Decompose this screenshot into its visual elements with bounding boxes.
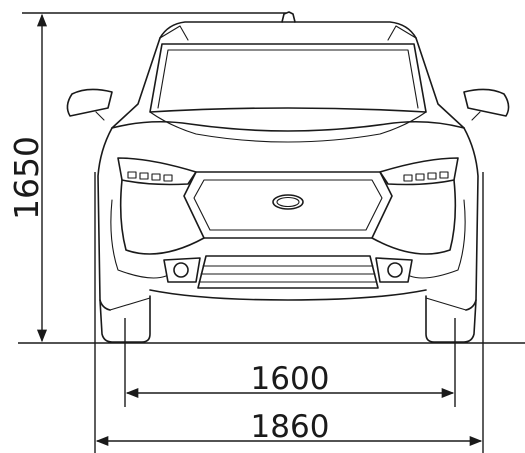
headlight-right-leds xyxy=(403,171,449,182)
grille-inner xyxy=(193,179,383,231)
bumper-side-left xyxy=(119,179,205,255)
headlight-left-leds xyxy=(127,171,173,182)
a-pillar-right xyxy=(415,37,465,129)
roof-rail-right xyxy=(387,25,417,41)
lower-grille xyxy=(197,255,379,289)
windshield xyxy=(149,43,427,113)
height-value: 1650 xyxy=(7,136,46,220)
track-value: 1600 xyxy=(251,361,330,397)
track-dimension: 1600 xyxy=(124,318,456,407)
width-value: 1860 xyxy=(251,409,330,445)
lower-cladding-lines xyxy=(109,297,467,311)
brand-emblem xyxy=(272,194,304,210)
headlight-right xyxy=(379,157,459,186)
body-side-right xyxy=(463,127,479,311)
roof-antenna xyxy=(281,11,296,23)
roof-rail-left xyxy=(159,25,189,41)
grille-frame xyxy=(183,171,393,239)
windshield-inner xyxy=(157,49,419,109)
fog-light-left xyxy=(163,257,201,283)
hood-crease xyxy=(149,111,427,143)
brand-emblem-inner xyxy=(276,196,300,208)
height-dimension: 1650 xyxy=(7,12,286,343)
mirror-right-arm xyxy=(471,111,481,121)
bumper-side-right xyxy=(371,179,457,255)
lower-chin xyxy=(149,289,427,301)
car-front-view xyxy=(66,11,510,343)
bumper-contour-right xyxy=(409,199,466,279)
mirror-left xyxy=(66,88,113,117)
mirror-right xyxy=(463,88,510,117)
tire-right xyxy=(425,295,477,343)
lower-grille-slats xyxy=(198,265,378,283)
roof-outline xyxy=(159,21,417,39)
tire-left xyxy=(99,295,151,343)
width-dimension: 1860 xyxy=(94,172,484,453)
bumper-contour-left xyxy=(110,199,167,279)
hood-front-edge xyxy=(111,120,465,132)
headlight-left xyxy=(117,157,197,186)
a-pillar-left xyxy=(111,37,161,129)
mirror-left-arm xyxy=(95,111,105,121)
body-side-left xyxy=(97,127,113,311)
fog-light-right xyxy=(375,257,413,283)
